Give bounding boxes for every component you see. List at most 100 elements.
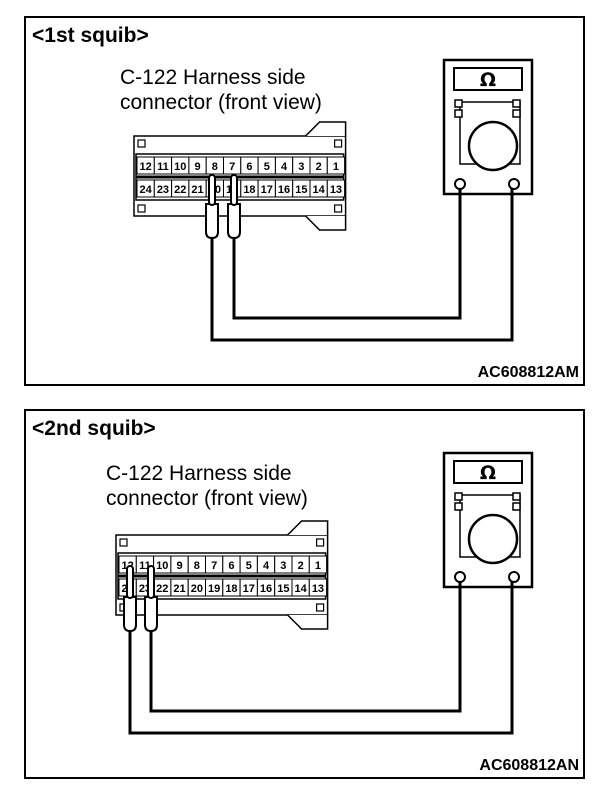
pin-cell: 6 [240,156,259,175]
probe-plugs [205,174,241,240]
pin-cell: 12 [136,156,155,175]
svg-text:20: 20 [191,583,203,595]
svg-text:21: 21 [191,184,203,196]
pin-cell: 5 [239,555,258,574]
pin-cell: 14 [309,179,328,198]
svg-text:2: 2 [298,560,304,572]
pin-cell: 9 [170,555,189,574]
pin-cell: 17 [239,578,258,597]
pin-cell: 24 [136,179,155,198]
svg-text:24: 24 [140,184,153,196]
connector-title-line2: connector (front view) [120,91,322,114]
pin-cell: 10 [171,156,190,175]
svg-text:8: 8 [212,161,218,173]
second-squib-panel: <2nd squib> C-122 Harness side connector… [24,409,585,779]
pin-cell: 1 [326,156,346,175]
svg-text:18: 18 [243,184,255,196]
test-leads [128,582,514,735]
pin-cell: 4 [256,555,276,574]
svg-text:13: 13 [330,184,342,196]
pin-cell: 16 [274,179,294,198]
meter-terminal-left [454,571,466,583]
meter-terminal-right [508,178,520,190]
svg-text:16: 16 [260,583,272,595]
pin-cell: 8 [187,555,206,574]
pin-cell: 1 [308,555,328,574]
svg-text:4: 4 [281,161,288,173]
svg-text:2: 2 [316,161,322,173]
pin-cell: 18 [222,578,241,597]
meter-terminal-right [508,571,520,583]
svg-text:4: 4 [263,560,270,572]
pin-cell: 5 [257,156,276,175]
svg-text:18: 18 [225,583,237,595]
pin-cell: 2 [309,156,328,175]
pin-cell: 15 [274,578,293,597]
pin-cell: 13 [308,578,328,597]
svg-text:8: 8 [194,560,200,572]
svg-text:5: 5 [264,161,270,173]
pin-cell: 19 [205,578,224,597]
svg-text:9: 9 [194,161,200,173]
pin-cell: 20 [187,578,206,597]
test-leads [210,189,514,342]
ohm-symbol: Ω [480,462,496,484]
svg-text:14: 14 [295,583,308,595]
svg-text:17: 17 [261,184,273,196]
pin-cell: 21 [188,179,207,198]
ohmmeter: Ω [442,58,534,196]
panel-header: <2nd squib> [32,417,156,440]
svg-text:1: 1 [315,560,321,572]
pin-cell: 23 [153,179,173,198]
svg-text:11: 11 [157,161,169,173]
svg-text:3: 3 [298,161,304,173]
image-code: AC608812AN [479,757,579,774]
svg-text:14: 14 [313,184,326,196]
connector-title-line1: C-122 Harness side [106,462,292,485]
pin-cell: 16 [256,578,276,597]
image-code: AC608812AM [477,364,579,381]
pin-cell: 7 [223,156,242,175]
svg-text:19: 19 [208,583,220,595]
ohmmeter: Ω [442,451,534,589]
pin-cell: 3 [292,156,311,175]
svg-text:22: 22 [174,184,186,196]
pin-cell: 22 [153,578,172,597]
svg-text:16: 16 [278,184,290,196]
pin-cell: 14 [291,578,310,597]
svg-text:6: 6 [228,560,234,572]
first-squib-panel: <1st squib> C-122 Harness side connector… [24,16,585,386]
svg-text:7: 7 [229,161,235,173]
svg-text:22: 22 [156,583,168,595]
svg-text:13: 13 [312,583,324,595]
svg-text:9: 9 [176,560,182,572]
svg-text:3: 3 [280,560,286,572]
pin-cell: 8 [205,156,224,175]
svg-text:12: 12 [140,161,152,173]
pin-cell: 7 [205,555,224,574]
pin-cell: 9 [188,156,207,175]
pin-cell: 2 [291,555,310,574]
ohm-symbol: Ω [480,69,496,91]
svg-text:11: 11 [139,560,151,572]
pin-cell: 11 [153,156,173,175]
svg-text:10: 10 [174,161,186,173]
pin-cell: 22 [171,179,190,198]
meter-terminal-left [454,178,466,190]
svg-text:10: 10 [156,560,168,572]
pin-cell: 15 [292,179,311,198]
pin-cell: 18 [240,179,259,198]
pin-cell: 6 [222,555,241,574]
svg-text:23: 23 [157,184,169,196]
pin-cell: 10 [153,555,172,574]
probe-plugs [123,565,158,633]
panel-header: <1st squib> [32,24,149,47]
svg-text:5: 5 [246,560,252,572]
svg-text:17: 17 [243,583,255,595]
